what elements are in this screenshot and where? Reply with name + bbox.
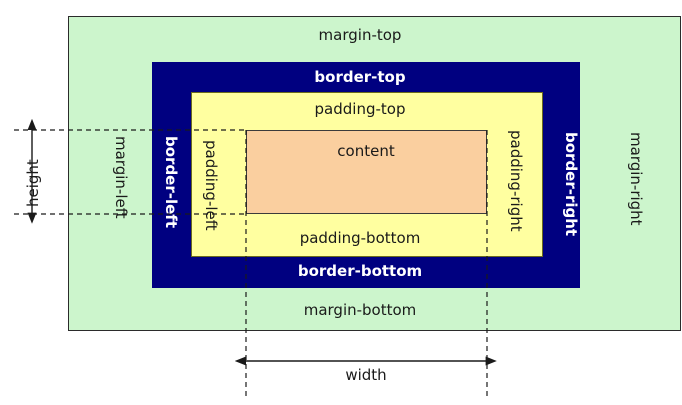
label-content: content (337, 142, 395, 160)
label-width: width (345, 366, 387, 384)
label-padding-left: padding-left (202, 140, 220, 231)
label-margin-bottom: margin-bottom (303, 301, 417, 319)
label-border-top: border-top (314, 68, 406, 86)
label-margin-left: margin-left (112, 136, 130, 219)
label-margin-top: margin-top (318, 26, 402, 44)
label-padding-right: padding-right (507, 130, 525, 232)
label-padding-top: padding-top (314, 100, 406, 118)
label-border-bottom: border-bottom (297, 262, 423, 280)
label-border-right: border-right (562, 132, 580, 237)
label-height: height (24, 159, 42, 207)
label-border-left: border-left (162, 136, 180, 228)
label-padding-bottom: padding-bottom (299, 229, 421, 247)
label-margin-right: margin-right (627, 132, 645, 226)
content-box (246, 130, 487, 214)
